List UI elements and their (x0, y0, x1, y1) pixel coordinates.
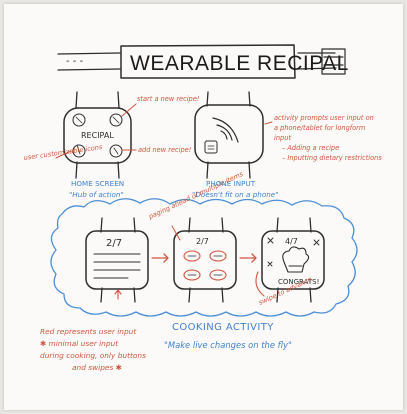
legend-line-3: during cooking, only buttons (40, 351, 146, 360)
phone-annotation-line-4: – Adding a recipe (282, 144, 339, 152)
cooking-watch-3-step: 4/7 (285, 237, 298, 246)
cooking-watch-2-step: 2/7 (196, 237, 209, 246)
home-subcaption: "Hub of action" (69, 190, 124, 199)
phone-annotation-line-5: – Inputting dietary restrictions (282, 154, 382, 162)
legend-line-2: ✱ minimal user input (40, 339, 119, 348)
legend-line-4: and swipes ✱ (72, 363, 122, 372)
annotation-paging-arrow (171, 225, 181, 241)
phone-caption: PHONE INPUT (206, 179, 256, 188)
title-dashes: - - - (66, 56, 84, 67)
annotation-start-recipe: start a new recipe! (137, 95, 200, 103)
page-title: WEARABLE RECIPAL (130, 52, 349, 75)
chef-hat-icon (282, 246, 310, 273)
home-annotations: start a new recipe! add new recipe! user… (23, 95, 200, 162)
phone-subcaption: "Doesn't fit on a phone" (192, 190, 279, 199)
cooking-watch-3: 4/7 CONGRATS! (261, 217, 325, 303)
home-watch-label: RECIPAL (81, 131, 114, 140)
home-screen-watch: RECIPAL (63, 91, 132, 179)
cooking-watch-1-step: 2/7 (106, 238, 122, 249)
phone-annotation-line-2: a phone/tablet for longform (274, 124, 365, 132)
cooking-caption: COOKING ACTIVITY (172, 322, 274, 333)
cooking-watch-1: 2/7 (85, 217, 149, 303)
flow-arrow-2 (239, 253, 257, 263)
phone-annotation-line-1: activity prompts user input on (274, 114, 374, 122)
flow-arrow-1 (151, 253, 169, 263)
swipe-arrow (255, 271, 265, 297)
legend-line-1: Red represents user input (40, 327, 137, 336)
congrats-text: CONGRATS! (278, 278, 319, 286)
cooking-watch-2: 2/7 (173, 217, 237, 303)
annotation-add-recipe: add new recipe! (138, 146, 192, 154)
title-banner: - - - WEARABLE RECIPAL (57, 44, 349, 79)
phone-annotation: activity prompts user input on a phone/t… (264, 114, 382, 162)
legend-note: Red represents user input ✱ minimal user… (40, 327, 146, 372)
home-caption: HOME SCREEN (71, 179, 124, 188)
phone-input-watch (194, 91, 264, 179)
cooking-subcaption: "Make live changes on the fly" (164, 340, 292, 350)
cooking-cloud-outline (50, 198, 358, 317)
phone-annotation-line-3: input (274, 134, 291, 142)
